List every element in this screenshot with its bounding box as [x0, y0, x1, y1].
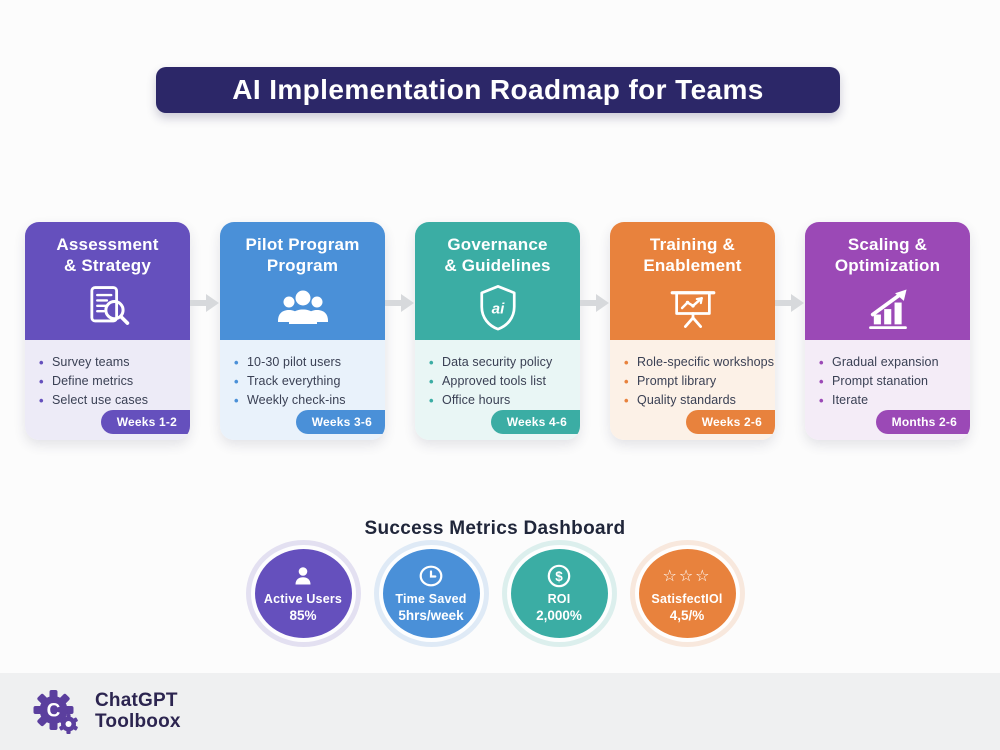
bullet-item: Survey teams	[39, 353, 182, 373]
stars-icon: ☆☆☆	[662, 567, 712, 585]
brand-wordmark: ChatGPT Toolboox	[95, 689, 181, 732]
phase-card-governance: Governance & Guidelines ai Data security…	[415, 222, 580, 440]
phase-title: Scaling & Optimization	[835, 235, 940, 276]
roadmap-phases: Assessment & Strategy	[25, 222, 970, 440]
phase-card-pilot: Pilot Program Program 10-30 pi	[220, 222, 385, 440]
page-title-text: AI Implementation Roadmap for Teams	[232, 74, 764, 105]
metric-label: ROI	[547, 591, 571, 606]
phase-title-line1: Scaling &	[847, 235, 928, 254]
timeline-badge: Weeks 2-6	[685, 410, 775, 434]
metrics-row: Active Users 85% Time Saved 5hrs/week $ …	[0, 549, 990, 638]
metric-label: SatisfectIOl	[651, 591, 723, 606]
growth-chart-icon	[861, 276, 915, 340]
phase-title-line2: Optimization	[834, 255, 941, 275]
phase-title-line1: Governance	[447, 235, 548, 254]
gear-logo-icon: C	[33, 689, 78, 734]
bullet-item: Data security policy	[429, 353, 572, 373]
timeline-badge: Weeks 3-6	[295, 410, 385, 434]
presentation-chart-icon	[666, 276, 720, 340]
phase-title: Training & Enablement	[643, 235, 741, 276]
flow-arrow	[385, 222, 415, 440]
phase-header: Governance & Guidelines ai	[415, 222, 580, 340]
arrow-right-icon	[190, 294, 219, 312]
phase-body: Gradual expansion Prompt stanation Itera…	[805, 340, 970, 440]
brand-line2: Toolboox	[95, 710, 181, 732]
metric-value: 5hrs/week	[398, 607, 464, 623]
flow-arrow	[190, 222, 220, 440]
metric-satisfaction: ☆☆☆ SatisfectIOl 4,5/%	[638, 549, 736, 638]
arrow-right-icon	[775, 294, 804, 312]
bullet-item: Role-specific workshops	[624, 353, 774, 373]
timeline-badge: Months 2-6	[875, 410, 970, 434]
phase-title-line2: Program	[266, 255, 339, 275]
svg-text:C: C	[47, 700, 61, 721]
metric-active-users: Active Users 85%	[254, 549, 352, 638]
shield-ai-icon: ai	[472, 276, 524, 340]
flow-arrow	[775, 222, 805, 440]
metric-roi: $ ROI 2,000%	[510, 549, 608, 638]
phase-card-scaling: Scaling & Optimization Gradual	[805, 222, 970, 440]
bullet-item: Iterate	[819, 391, 962, 411]
phase-body: Data security policy Approved tools list…	[415, 340, 580, 440]
phase-card-assessment: Assessment & Strategy	[25, 222, 190, 440]
svg-text:$: $	[555, 569, 563, 584]
phase-title-line1: Assessment	[56, 235, 159, 254]
phase-body: 10-30 pilot users Track everything Weekl…	[220, 340, 385, 440]
phase-header: Training & Enablement	[610, 222, 775, 340]
bullet-item: Prompt stanation	[819, 372, 962, 392]
user-icon	[291, 563, 315, 589]
phase-title-line2: & Guidelines	[444, 255, 551, 275]
bullet-item: Define metrics	[39, 372, 182, 392]
footer: C ChatGPT Toolboox	[0, 673, 1000, 750]
arrow-right-icon	[580, 294, 609, 312]
team-users-icon	[274, 276, 332, 340]
metric-time-saved: Time Saved 5hrs/week	[382, 549, 480, 638]
bullet-item: Gradual expansion	[819, 353, 962, 373]
clock-icon	[418, 563, 444, 589]
phase-header: Assessment & Strategy	[25, 222, 190, 340]
document-search-icon	[80, 276, 136, 340]
page-title: AI Implementation Roadmap for Teams	[156, 67, 840, 113]
phase-title-line1: Pilot Program	[245, 235, 360, 254]
phase-title: Pilot Program Program	[245, 235, 359, 276]
bullet-item: Prompt library	[624, 372, 767, 392]
metric-value: 85%	[289, 607, 317, 623]
bullet-item: Track everything	[234, 372, 377, 392]
metric-value: 4,5/%	[669, 607, 705, 623]
bullet-item: 10-30 pilot users	[234, 353, 377, 373]
metric-value: 2,000%	[536, 607, 582, 623]
phase-title-line1: Training &	[649, 235, 736, 254]
metrics-heading: Success Metrics Dashboard	[364, 518, 626, 539]
dollar-icon: $	[546, 563, 572, 589]
phase-bullet-list: Data security policy Approved tools list…	[429, 353, 572, 411]
metric-label: Active Users	[263, 591, 343, 606]
phase-header: Scaling & Optimization	[805, 222, 970, 340]
phase-card-training: Training & Enablement	[610, 222, 775, 440]
timeline-badge: Weeks 1-2	[100, 410, 190, 434]
phase-bullet-list: Role-specific workshops Prompt library Q…	[624, 353, 774, 411]
bullet-item: Weekly check-ins	[234, 391, 377, 411]
brand-line1: ChatGPT	[95, 689, 178, 711]
arrow-right-icon	[385, 294, 414, 312]
timeline-badge: Weeks 4-6	[490, 410, 580, 434]
phase-title: Governance & Guidelines	[444, 235, 550, 276]
bullet-item: Select use cases	[39, 391, 182, 411]
bullet-item: Quality standards	[624, 391, 767, 411]
phase-header: Pilot Program Program	[220, 222, 385, 340]
flow-arrow	[580, 222, 610, 440]
phase-bullet-list: Survey teams Define metrics Select use c…	[39, 353, 182, 411]
phase-title-line2: Enablement	[643, 255, 742, 275]
bullet-item: Approved tools list	[429, 372, 572, 392]
phase-body: Role-specific workshops Prompt library Q…	[610, 340, 775, 440]
phase-title-line2: & Strategy	[63, 255, 151, 275]
phase-title: Assessment & Strategy	[56, 235, 158, 276]
svg-text:ai: ai	[491, 301, 504, 318]
bullet-item: Office hours	[429, 391, 572, 411]
phase-bullet-list: 10-30 pilot users Track everything Weekl…	[234, 353, 377, 411]
phase-body: Survey teams Define metrics Select use c…	[25, 340, 190, 440]
phase-bullet-list: Gradual expansion Prompt stanation Itera…	[819, 353, 962, 411]
metric-label: Time Saved	[395, 591, 467, 606]
